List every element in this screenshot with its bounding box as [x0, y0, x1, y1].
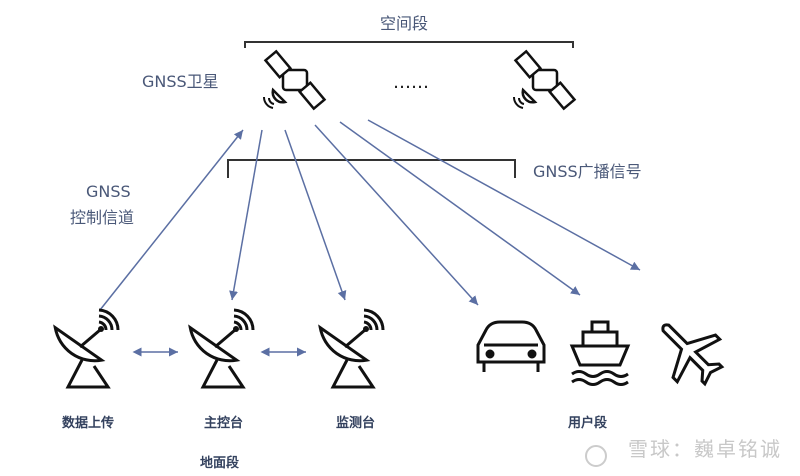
control-channel-arrow	[99, 129, 244, 311]
ship-icon	[569, 320, 631, 386]
control-channel-label-1: GNSS	[86, 182, 131, 201]
station-label-master: 主控台	[204, 416, 244, 431]
satellite-ellipsis: ……	[393, 72, 429, 93]
satellite-label: GNSS卫星	[142, 72, 219, 91]
broadcast-arrow	[339, 121, 581, 296]
signal-arrows	[99, 119, 641, 357]
broadcast-arrow	[314, 124, 479, 306]
user-segment-label: 用户段	[568, 416, 608, 431]
watermark: 雪球：巍卓铭诚	[628, 437, 782, 461]
uplink-antenna-icon	[53, 308, 120, 389]
broadcast-signal-bracket	[227, 159, 516, 178]
car-icon	[476, 320, 546, 372]
station-label-monitor: 监测台	[336, 416, 376, 431]
space-segment-bracket	[244, 41, 574, 48]
broadcast-signal-label: GNSS广播信号	[533, 162, 642, 181]
space-segment-label: 空间段	[380, 14, 429, 33]
broadcast-arrow	[367, 119, 641, 271]
broadcast-arrow	[284, 129, 347, 301]
control-channel-label-2: 控制信道	[70, 208, 135, 227]
snowball-logo-icon	[585, 445, 607, 467]
ground-segment-label: 地面段	[200, 456, 240, 471]
broadcast-arrow	[229, 129, 263, 301]
satellite-icon	[262, 50, 326, 110]
station-label-uplink: 数据上传	[62, 416, 115, 431]
airplane-icon	[661, 323, 725, 387]
master-control-antenna-icon	[188, 308, 255, 389]
monitor-station-antenna-icon	[318, 308, 385, 389]
satellite-icon	[512, 50, 576, 110]
